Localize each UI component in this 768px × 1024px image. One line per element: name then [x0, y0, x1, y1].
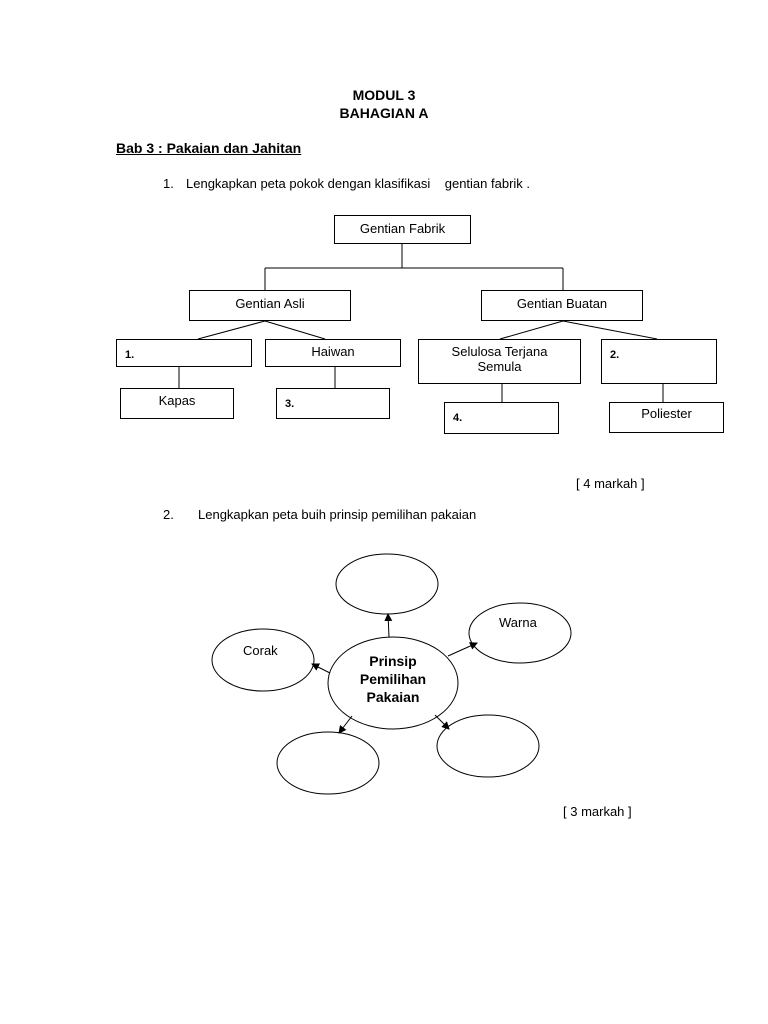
gentian-asli-box: Gentian Asli: [189, 290, 351, 321]
gentian-buatan-box: Gentian Buatan: [481, 290, 643, 321]
question2-text: Lengkapkan peta buih prinsip pemilihan p…: [198, 507, 477, 522]
gentian-asli-label: Gentian Asli: [235, 296, 305, 311]
poliester-box: Poliester: [609, 402, 724, 433]
arrow-bottom-right: [434, 714, 450, 730]
tree-root-label: Gentian Fabrik: [359, 221, 446, 236]
question2-number: 2.: [163, 507, 174, 522]
arrow-top: [384, 613, 393, 638]
chapter-heading: Bab 3 : Pakaian dan Jahitan: [116, 140, 302, 156]
gentian-buatan-label: Gentian Buatan: [516, 296, 608, 311]
question1-number: 1.: [163, 176, 174, 191]
kapas-label: Kapas: [158, 393, 196, 408]
corak-label: Corak: [243, 643, 278, 658]
blank-box-4[interactable]: 4.: [444, 402, 559, 434]
blank-1-number: 1.: [125, 349, 135, 361]
blank-box-2[interactable]: 2.: [601, 339, 717, 384]
warna-bubble: [468, 602, 572, 664]
center-label: Prinsip Pemilihan Pakaian: [343, 652, 443, 706]
question1-marks: [ 4 markah ]: [576, 476, 645, 491]
blank-3-number: 3.: [285, 398, 295, 410]
warna-label: Warna: [499, 615, 537, 630]
center-label-line1: Prinsip: [369, 653, 417, 669]
selulosa-label-line2: Semula: [477, 359, 522, 374]
center-bubble: [327, 636, 459, 730]
center-label-line3: Pakaian: [366, 689, 420, 705]
selulosa-box: Selulosa Terjana Semula: [418, 339, 581, 384]
module-title: MODUL 3: [352, 87, 416, 103]
top-bubble[interactable]: [335, 553, 439, 615]
question1-text: Lengkapkan peta pokok dengan klasifikasi…: [186, 176, 531, 191]
blank-4-number: 4.: [453, 412, 463, 424]
poliester-label: Poliester: [641, 406, 692, 421]
blank-box-1[interactable]: 1.: [116, 339, 252, 367]
corak-bubble: [211, 628, 315, 692]
blank-box-3[interactable]: 3.: [276, 388, 390, 419]
selulosa-label-line1: Selulosa Terjana: [451, 344, 548, 359]
bottom-left-bubble[interactable]: [276, 731, 380, 795]
bottom-right-bubble[interactable]: [436, 714, 540, 778]
tree-root-box: Gentian Fabrik: [334, 215, 471, 244]
kapas-box: Kapas: [120, 388, 234, 419]
section-title: BAHAGIAN A: [339, 105, 429, 121]
question2-marks: [ 3 markah ]: [563, 804, 632, 819]
arrow-warna: [447, 642, 478, 657]
haiwan-label: Haiwan: [311, 344, 355, 359]
blank-2-number: 2.: [610, 349, 620, 361]
center-label-line2: Pemilihan: [359, 671, 427, 687]
arrow-bottom-left: [338, 715, 353, 734]
haiwan-box: Haiwan: [265, 339, 401, 367]
arrow-corak: [311, 663, 331, 674]
